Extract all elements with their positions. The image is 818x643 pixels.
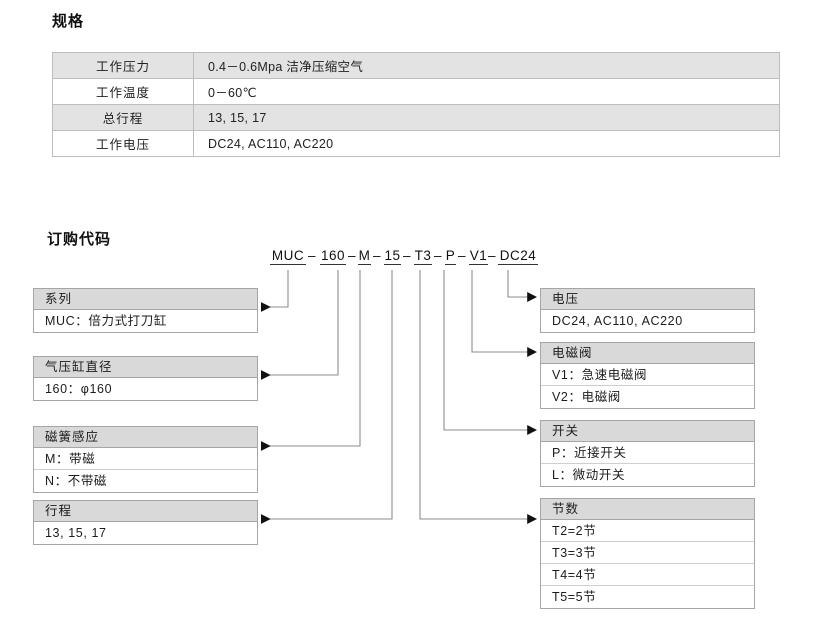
option-row: T5=5节 [541,586,754,608]
option-box-voltage: 电压 DC24, AC110, AC220 [540,288,755,333]
spec-label: 工作压力 [52,52,194,79]
option-box-title: 系列 [34,289,257,310]
code-segment-magnet: M [358,248,371,265]
spec-label: 工作温度 [52,78,194,105]
option-box-stroke: 行程 13, 15, 17 [33,500,258,545]
option-row: 160：φ160 [34,378,257,400]
spec-value: 0.4－0.6Mpa 洁净压缩空气 [193,52,780,79]
spec-value: DC24, AC110, AC220 [193,130,780,157]
option-row: M：带磁 [34,448,257,470]
wire-stroke [260,270,393,524]
code-segment-series: MUC [270,248,306,265]
option-box-switch: 开关 P：近接开关 L：微动开关 [540,420,755,487]
table-row: 工作压力 0.4－0.6Mpa 洁净压缩空气 [52,52,780,79]
code-separator: – [434,248,442,263]
wire-voltage [507,270,538,302]
option-box-valve: 电磁阀 V1：急速电磁阀 V2：电磁阀 [540,342,755,409]
spec-value: 13, 15, 17 [193,104,780,131]
option-row: V2：电磁阀 [541,386,754,408]
option-box-magnet: 磁簧感应 M：带磁 N：不带磁 [33,426,258,493]
wire-sections [419,270,538,524]
spec-section-heading: 规格 [52,13,85,30]
code-segment-stroke: 15 [384,248,401,265]
option-box-title: 电磁阀 [541,343,754,364]
code-separator: – [458,248,466,263]
option-box-bore: 气压缸直径 160：φ160 [33,356,258,401]
spec-value: 0－60℃ [193,78,780,105]
spec-label: 工作电压 [52,130,194,157]
spec-table-body: 工作压力 0.4－0.6Mpa 洁净压缩空气 工作温度 0－60℃ 总行程 13… [52,52,780,157]
table-row: 总行程 13, 15, 17 [52,104,780,131]
code-separator: – [308,248,316,263]
option-box-sections: 节数 T2=2节 T3=3节 T4=4节 T5=5节 [540,498,755,609]
option-box-series: 系列 MUC：倍力式打刀缸 [33,288,258,333]
wire-switch [443,270,538,435]
option-row: T2=2节 [541,520,754,542]
code-segment-bore: 160 [320,248,346,265]
wire-bore [260,270,339,380]
option-row: N：不带磁 [34,470,257,492]
wire-magnet [260,270,361,451]
option-row: 13, 15, 17 [34,522,257,544]
spec-label: 总行程 [52,104,194,131]
option-box-title: 磁簧感应 [34,427,257,448]
table-row: 工作温度 0－60℃ [52,78,780,105]
option-row: T4=4节 [541,564,754,586]
option-row: T3=3节 [541,542,754,564]
option-box-title: 开关 [541,421,754,442]
option-box-title: 行程 [34,501,257,522]
option-box-title: 节数 [541,499,754,520]
code-segment-switch: P [445,248,456,265]
option-box-title: 气压缸直径 [34,357,257,378]
option-row: P：近接开关 [541,442,754,464]
code-segment-sections: T3 [414,248,432,265]
option-row: L：微动开关 [541,464,754,486]
code-segment-voltage: DC24 [498,248,538,265]
code-separator: – [373,248,381,263]
order-code-section-heading: 订购代码 [47,231,112,248]
code-separator: – [488,248,496,263]
option-row: MUC：倍力式打刀缸 [34,310,257,332]
code-separator: – [403,248,411,263]
spec-table: 工作压力 0.4－0.6Mpa 洁净压缩空气 工作温度 0－60℃ 总行程 13… [52,52,780,157]
table-row: 工作电压 DC24, AC110, AC220 [52,130,780,157]
code-segment-valve: V1 [469,248,488,265]
code-separator: – [348,248,356,263]
option-row: V1：急速电磁阀 [541,364,754,386]
option-box-title: 电压 [541,289,754,310]
wire-series [260,270,289,312]
wire-valve [471,270,538,357]
option-row: DC24, AC110, AC220 [541,310,754,332]
